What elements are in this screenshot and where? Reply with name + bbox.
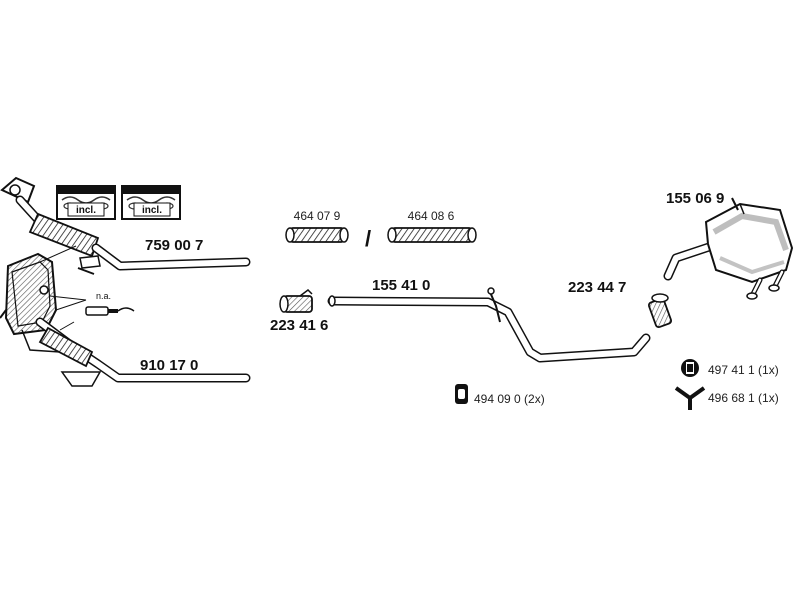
part-number-rear-silencer: 155 06 9 xyxy=(666,190,724,207)
front-pipe-upper xyxy=(0,176,251,275)
not-available-note: n.a. xyxy=(96,291,111,301)
connector-lines xyxy=(39,245,87,331)
flex-pipe-b xyxy=(387,227,477,243)
part-number-flex-pipe-a: 464 07 9 xyxy=(294,209,341,223)
part-number-mounting-rear-rubber: 497 41 1 (1x) xyxy=(708,363,779,377)
part-number-mounting-middle: 494 09 0 (2x) xyxy=(474,392,545,406)
part-number-front-pipe-lower: 910 17 0 xyxy=(140,357,198,374)
front-pipe-lower xyxy=(35,317,251,387)
flex-pipe-separator: / xyxy=(365,226,371,251)
lambda-sensor-icon xyxy=(85,306,135,316)
part-number-clamp-rear: 223 44 7 xyxy=(568,279,626,296)
rubber-ring-icon xyxy=(681,359,699,377)
rubber-mount-icon xyxy=(455,384,468,404)
part-number-mounting-rear-bracket: 496 68 1 (1x) xyxy=(708,391,779,405)
incl-note-1: incl. xyxy=(76,205,96,216)
flex-pipe-a xyxy=(285,227,349,243)
part-number-clamp-front: 223 41 6 xyxy=(270,317,328,334)
rear-silencer xyxy=(663,197,794,300)
middle-pipe xyxy=(327,287,651,363)
clamp-rear xyxy=(647,293,673,329)
part-number-middle-pipe: 155 41 0 xyxy=(372,277,430,294)
part-number-flex-pipe-b: 464 08 6 xyxy=(408,209,455,223)
y-bracket-icon xyxy=(674,386,706,410)
gasket-kit-box-1: incl. xyxy=(56,185,116,220)
clamp-front xyxy=(279,289,313,313)
part-number-front-pipe-upper: 759 00 7 xyxy=(145,237,203,254)
incl-note-2: incl. xyxy=(142,205,162,216)
gasket-kit-box-2: incl. xyxy=(121,185,181,220)
catalytic-converter xyxy=(0,252,61,353)
